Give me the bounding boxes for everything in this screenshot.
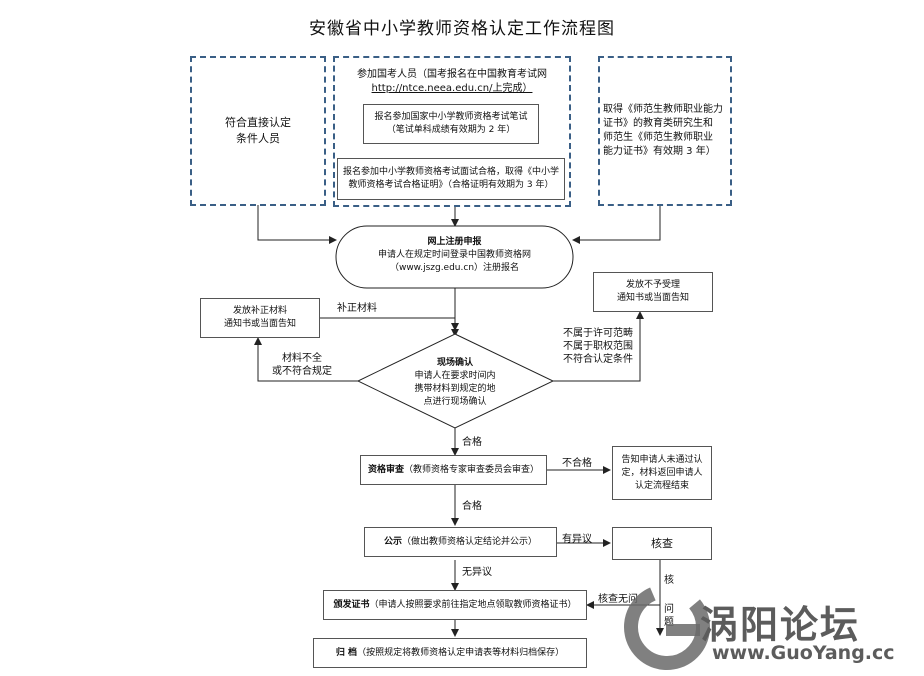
review-detail: （教师资格专家审查委员会审查） (404, 464, 540, 475)
normal-student-box: 取得《师范生教师职业能力 证书》的教育类研究生和 师范生《师范生教师职业 能力证… (598, 56, 732, 206)
connector-right-to-online (572, 205, 661, 244)
online-registration-line1: 申请人在规定时间登录中国教师资格网 (377, 250, 531, 260)
direct-certification-box: 符合直接认定 条件人员 (190, 56, 326, 206)
publicity-title: 公示 (383, 536, 402, 547)
side-fragment-1: 核 (664, 575, 674, 586)
verify-ok-label: 核查无问 (598, 594, 638, 605)
certificate-detail: （申请人按照要求前往指定地点领取教师资格证书） (369, 599, 577, 610)
pass-label-1: 合格 (462, 437, 482, 448)
certificate-title: 颁发证书 (333, 599, 370, 610)
watermark-cn: 涡阳论坛 (700, 603, 861, 647)
watermark-logo-icon (624, 584, 710, 670)
online-registration-node: 网上注册申报 申请人在规定时间登录中国教师资格网 （www.jszg.edu.c… (336, 236, 573, 275)
reject-notice-line1: 发放不予受理 (625, 280, 680, 290)
objection-label: 有异议 (562, 534, 592, 545)
normal-student-line1: 取得《师范生教师职业能力 (603, 104, 723, 115)
onsite-confirmation-node: 现场确认 申请人在要求时间内 携带材料到规定的地 点进行现场确认 (395, 357, 515, 409)
fail-notify-box: 告知申请人未通过认 定，材料返回申请人 认定流程结束 (612, 446, 712, 500)
supplement-label: 补正材料 (337, 303, 377, 314)
reject-reason-3: 不符合认定条件 (563, 354, 633, 365)
reject-notice-line2: 通知书或当面告知 (616, 293, 689, 303)
fail-notify-line3: 认定流程结束 (634, 480, 689, 491)
written-exam-line2: （笔试单科成绩有效期为 2 年） (386, 125, 516, 135)
reject-reason-2: 不属于职权范围 (563, 341, 633, 352)
archive-box: 归 档（按照规定将教师资格认定申请表等材料归档保存） (313, 638, 587, 668)
normal-student-line2: 证书》的教育类研究生和 (603, 118, 713, 129)
onsite-line3: 点进行现场确认 (423, 397, 487, 407)
side-fragment-2: 问 (664, 604, 674, 615)
written-exam-box: 报名参加国家中小学教师资格考试笔试 （笔试单科成绩有效期为 2 年） (363, 104, 539, 144)
direct-certification-line1: 符合直接认定 (225, 116, 291, 129)
no-objection-label: 无异议 (462, 567, 492, 578)
onsite-line1: 申请人在要求时间内 (414, 371, 496, 381)
incomplete-line2: 或不符合规定 (272, 366, 332, 377)
connector-left-to-online (257, 205, 337, 244)
online-registration-line2: （www.jszg.edu.cn）注册报名 (389, 263, 520, 273)
connector-reject (553, 311, 644, 382)
archive-detail: （按照规定将教师资格认定申请表等材料归档保存） (357, 647, 565, 658)
national-exam-url[interactable]: http://ntce.neea.edu.cn/上完成） (371, 83, 533, 94)
normal-student-line4: 能力证书》有效期 3 年） (603, 146, 716, 157)
fail-label: 不合格 (562, 458, 592, 469)
national-exam-intro-line1: 参加国考人员（国考报名在中国教育考试网 (357, 69, 547, 80)
interview-exam-box: 报名参加中小学教师资格考试面试合格，取得《中小学 教师资格考试合格证明》（合格证… (337, 158, 565, 200)
reject-notice-box: 发放不予受理 通知书或当面告知 (593, 272, 713, 312)
review-title: 资格审查 (367, 464, 404, 475)
archive-title: 归 档 (335, 647, 358, 658)
incomplete-label: 材料不全 或不符合规定 (272, 352, 332, 378)
written-exam-line1: 报名参加国家中小学教师资格考试笔试 (374, 112, 528, 122)
direct-certification-line2: 条件人员 (236, 132, 280, 145)
reject-reasons-label: 不属于许可范畴 不属于职权范围 不符合认定条件 (563, 327, 633, 366)
interview-exam-line1: 报名参加中小学教师资格考试面试合格，取得《中小学 (342, 167, 559, 177)
onsite-line2: 携带材料到规定的地 (414, 384, 496, 394)
connector-incomplete (254, 337, 358, 382)
incomplete-line1: 材料不全 (282, 353, 322, 364)
online-ellipse-shape (335, 225, 574, 289)
normal-student-line3: 师范生《师范生教师职业 (603, 132, 713, 143)
publicity-box: 公示（做出教师资格认定结论并公示） (364, 527, 557, 557)
national-exam-box: 参加国考人员（国考报名在中国教育考试网 http://ntce.neea.edu… (333, 56, 571, 207)
supplement-notice-line2: 通知书或当面告知 (223, 319, 296, 329)
publicity-detail: （做出教师资格认定结论并公示） (402, 536, 538, 547)
supplement-notice-box: 发放补正材料 通知书或当面告知 (200, 298, 320, 338)
certificate-box: 颁发证书（申请人按照要求前往指定地点领取教师资格证书） (323, 590, 587, 620)
online-registration-title: 网上注册申报 (427, 237, 482, 247)
side-fragment-3: 题 (664, 617, 674, 628)
page-title: 安徽省中小学教师资格认定工作流程图 (309, 19, 615, 39)
pass-label-2: 合格 (462, 501, 482, 512)
fail-notify-line1: 告知申请人未通过认 (621, 454, 703, 465)
onsite-diamond-shape (356, 333, 555, 429)
watermark-en: www.GuoYang.cc (712, 642, 895, 664)
fail-notify-line2: 定，材料返回申请人 (621, 467, 703, 478)
onsite-title: 现场确认 (436, 358, 473, 368)
interview-exam-line2: 教师资格考试合格证明》（合格证明有效期为 3 年） (348, 180, 554, 190)
reject-reason-1: 不属于许可范畴 (563, 328, 633, 339)
qualification-review-box: 资格审查（教师资格专家审查委员会审查） (360, 455, 547, 485)
supplement-notice-line1: 发放补正材料 (232, 306, 287, 316)
verify-box: 核查 (612, 527, 712, 560)
